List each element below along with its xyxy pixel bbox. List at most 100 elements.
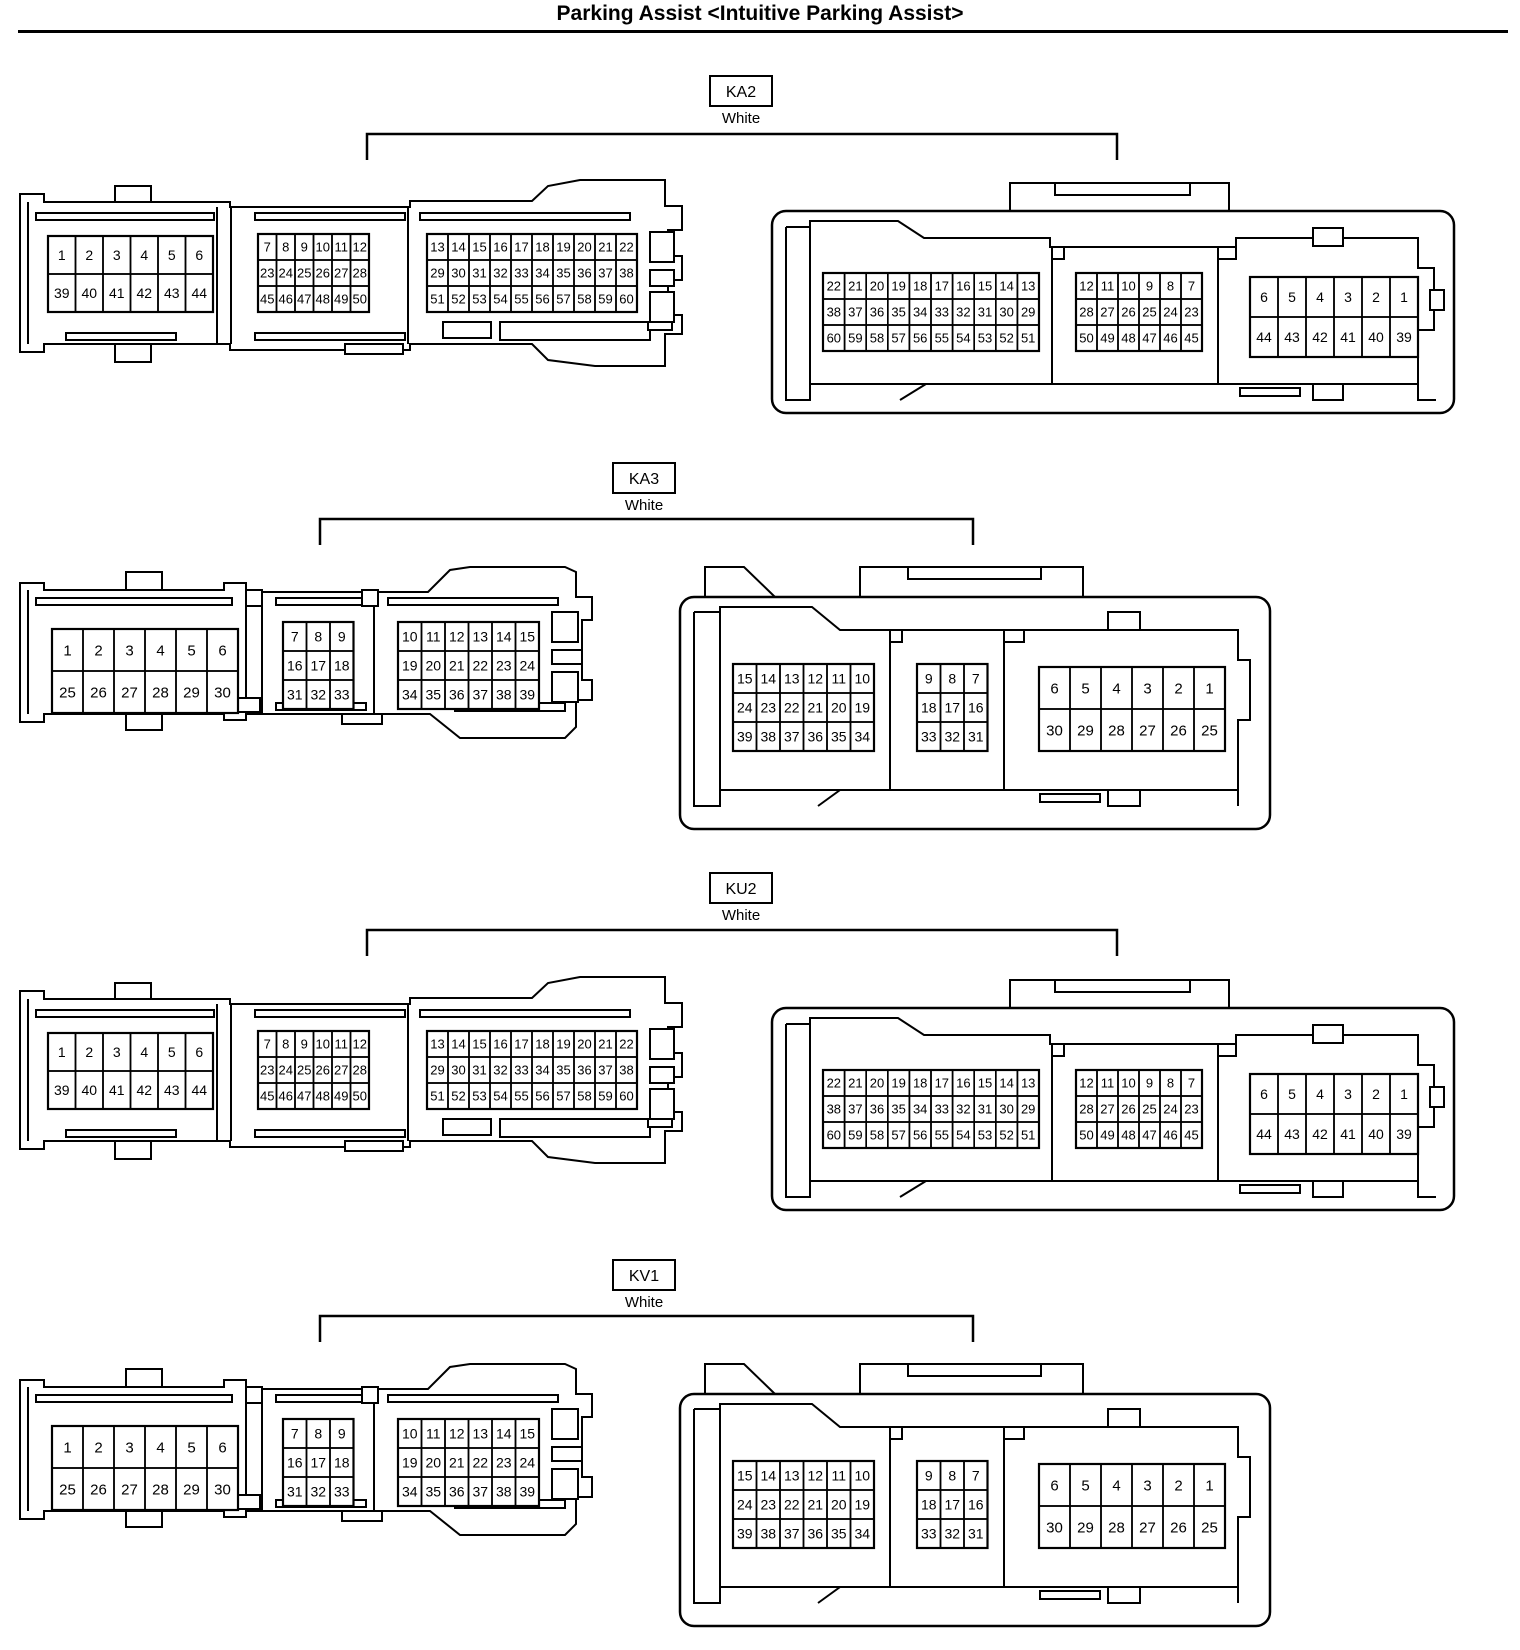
- pin-number: 33: [334, 687, 350, 703]
- pin-number: 19: [854, 700, 870, 716]
- pin-number: 30: [999, 1102, 1013, 1117]
- key-slot: [551, 611, 579, 643]
- key-slot: [649, 269, 675, 287]
- pin-number: 21: [848, 1076, 862, 1091]
- key-bump: [1312, 227, 1344, 247]
- pin-cell: [349, 285, 370, 313]
- pin-number: 19: [891, 279, 905, 294]
- key-slot: [649, 231, 675, 263]
- pin-number: 23: [1184, 1102, 1198, 1117]
- pin-number: 9: [301, 1037, 308, 1052]
- connector-color: White: [625, 497, 663, 514]
- pin-number: 36: [449, 687, 465, 703]
- pin-number: 16: [968, 700, 984, 716]
- pin-number: 14: [496, 629, 512, 645]
- latch-notch: [1217, 1043, 1237, 1057]
- side-clip: [1429, 1086, 1445, 1108]
- pin-number: 56: [535, 1089, 549, 1104]
- pin-number: 13: [1021, 1076, 1035, 1091]
- connector-color: White: [722, 110, 760, 127]
- pin-number: 12: [353, 240, 367, 255]
- pin-number: 22: [472, 1455, 488, 1471]
- pin-number: 3: [1143, 1477, 1151, 1494]
- pin-number: 20: [425, 1455, 441, 1471]
- pin-number: 46: [279, 292, 293, 307]
- guide-rail: [254, 1129, 406, 1138]
- pin-number: 1: [1400, 289, 1408, 305]
- pin-number: 53: [978, 331, 992, 346]
- pin-number: 26: [1121, 305, 1135, 320]
- pin-number: 3: [125, 642, 133, 659]
- pin-number: 12: [353, 1037, 367, 1052]
- pin-number: 38: [760, 729, 776, 745]
- pin-number: 46: [1163, 331, 1177, 346]
- pin-number: 25: [297, 266, 311, 281]
- pin-number: 22: [827, 1076, 841, 1091]
- pin-number: 60: [619, 1089, 633, 1104]
- pin-number: 34: [535, 1063, 549, 1078]
- pin-number: 48: [1121, 331, 1135, 346]
- pin-number: 43: [164, 285, 180, 301]
- latch-notch: [889, 629, 903, 643]
- pin-number: 12: [449, 629, 465, 645]
- latch-slot: [442, 1118, 492, 1136]
- pin-number: 19: [556, 240, 570, 255]
- pin-number: 14: [451, 240, 465, 255]
- pin-number: 41: [109, 285, 125, 301]
- pin-number: 36: [870, 1102, 884, 1117]
- pin-number: 24: [737, 700, 753, 716]
- key-bump: [1312, 1024, 1344, 1044]
- pin-number: 4: [1316, 1086, 1324, 1102]
- pin-number: 7: [972, 671, 980, 687]
- guide-rail: [387, 1394, 559, 1403]
- pin-number: 14: [496, 1426, 512, 1442]
- pin-number: 32: [944, 1526, 960, 1542]
- pin-number: 15: [472, 1037, 486, 1052]
- pin-number: 29: [1021, 305, 1035, 320]
- pin-number: 42: [1312, 329, 1328, 345]
- pin-number: 42: [136, 1082, 152, 1098]
- pin-number: 1: [1205, 680, 1213, 697]
- pin-number: 3: [113, 247, 121, 263]
- pin-number: 4: [1112, 1477, 1120, 1494]
- female-inner-outline: [693, 606, 1251, 807]
- connector-id: KU2: [725, 881, 756, 898]
- pin-number: 29: [1077, 1519, 1094, 1536]
- pin-number: 29: [183, 1481, 200, 1498]
- pin-number: 1: [63, 642, 71, 659]
- pin-number: 10: [854, 671, 870, 687]
- pin-number: 30: [1046, 1519, 1063, 1536]
- pin-number: 28: [1108, 722, 1125, 739]
- pin-number: 7: [1188, 279, 1195, 294]
- pin-number: 58: [577, 292, 591, 307]
- latch-slot: [499, 321, 651, 341]
- pin-number: 44: [191, 285, 207, 301]
- pin-number: 39: [1396, 1126, 1412, 1142]
- pin-number: 33: [514, 1063, 528, 1078]
- pin-number: 30: [999, 305, 1013, 320]
- pin-number: 36: [807, 1526, 823, 1542]
- pin-number: 32: [944, 729, 960, 745]
- pin-number: 47: [1142, 1128, 1156, 1143]
- connector-id: KV1: [629, 1268, 659, 1285]
- pin-number: 27: [334, 1063, 348, 1078]
- top-tab-inner: [907, 1363, 1042, 1377]
- pin-number: 26: [1121, 1102, 1135, 1117]
- pin-number: 58: [870, 1128, 884, 1143]
- corner-tab: [704, 1363, 776, 1395]
- pin-number: 51: [1021, 331, 1035, 346]
- pin-number: 27: [334, 266, 348, 281]
- pin-number: 33: [935, 305, 949, 320]
- pin-number: 51: [1021, 1128, 1035, 1143]
- pin-number: 19: [854, 1497, 870, 1513]
- pin-number: 13: [430, 240, 444, 255]
